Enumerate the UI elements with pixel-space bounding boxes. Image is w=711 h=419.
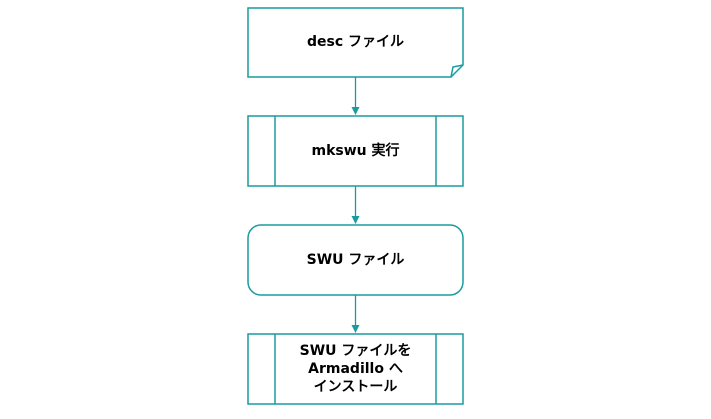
node-mkswu-run-label: mkswu 実行	[311, 142, 399, 159]
node-desc-file: desc ファイル	[247, 7, 464, 78]
process-shape	[247, 115, 464, 187]
node-swu-file: SWU ファイル	[247, 224, 464, 296]
node-swu-install-label-line-2: Armadillo へ	[308, 361, 403, 377]
node-swu-file-label: SWU ファイル	[307, 252, 405, 268]
document-shape	[247, 7, 464, 78]
node-swu-install: SWU ファイルを Armadillo へ インストール	[247, 333, 464, 405]
terminal-shape	[247, 224, 464, 296]
process-shape	[247, 333, 464, 405]
node-mkswu-run: mkswu 実行	[247, 115, 464, 187]
document-fold	[450, 64, 464, 78]
node-swu-install-label-line-3: インストール	[314, 379, 398, 395]
node-desc-file-label: desc ファイル	[307, 34, 404, 50]
node-swu-install-label-line-1: SWU ファイルを	[300, 343, 412, 359]
